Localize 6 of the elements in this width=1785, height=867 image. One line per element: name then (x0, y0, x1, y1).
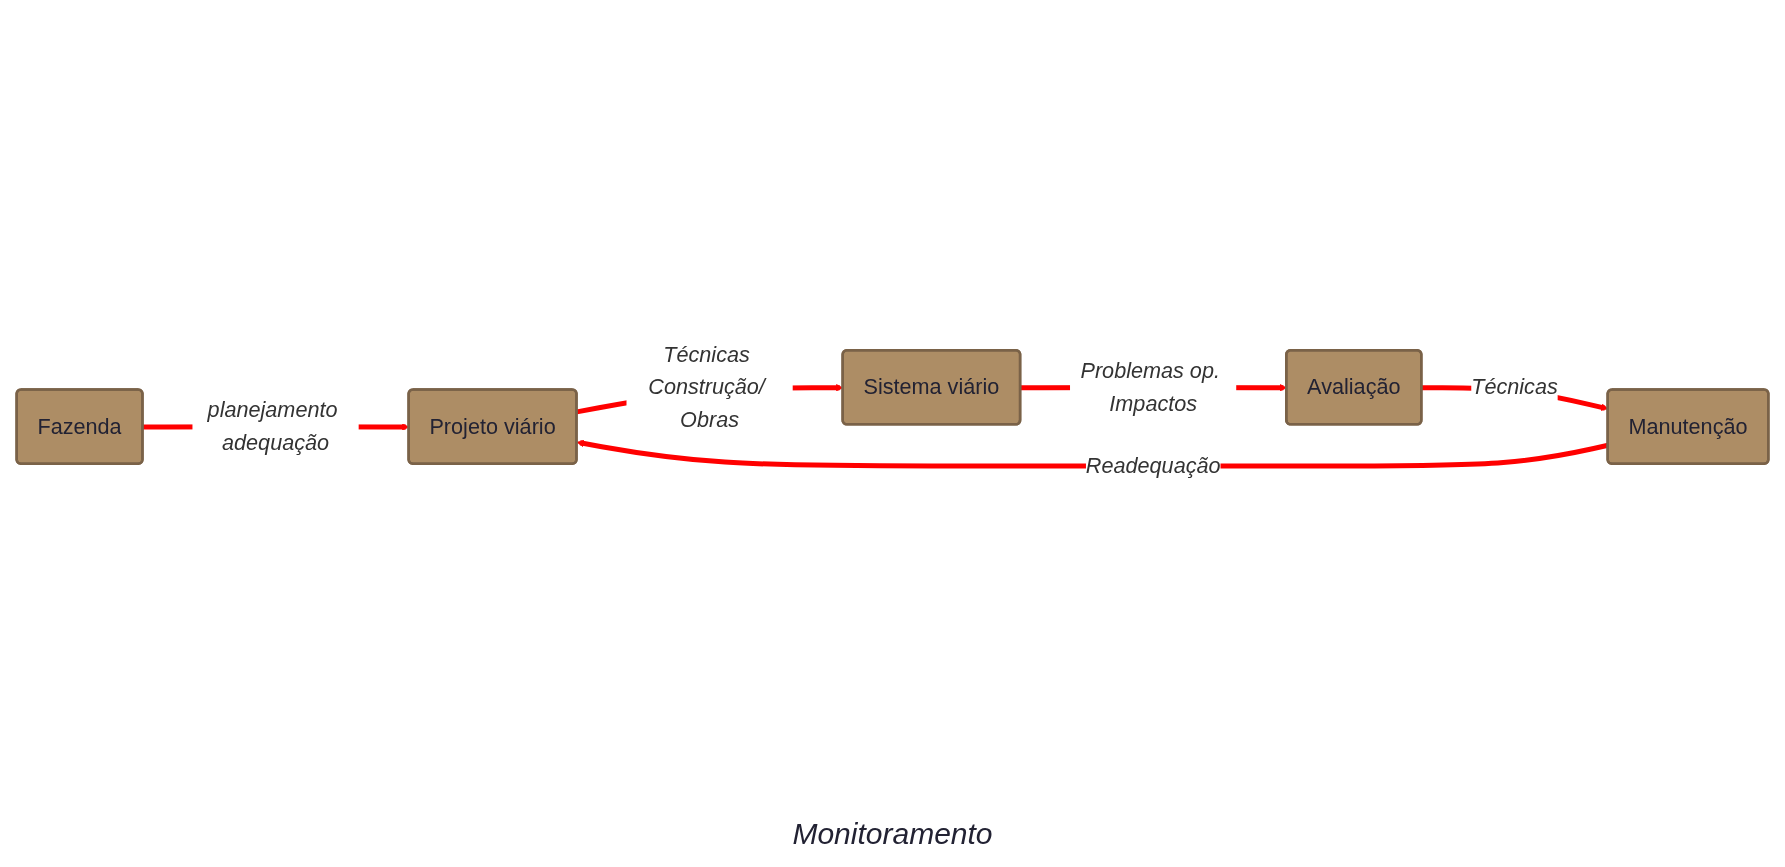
note-text: Monitoramento (792, 817, 993, 851)
edge-label: Técnicas Construção/ Obras (648, 342, 765, 432)
edge-label: planejamento adequação (207, 397, 338, 456)
edge-label: Readequação (1085, 453, 1221, 479)
edge-label: Problemas op. Impactos (1080, 358, 1220, 416)
edge-label: Técnicas (1471, 374, 1558, 400)
